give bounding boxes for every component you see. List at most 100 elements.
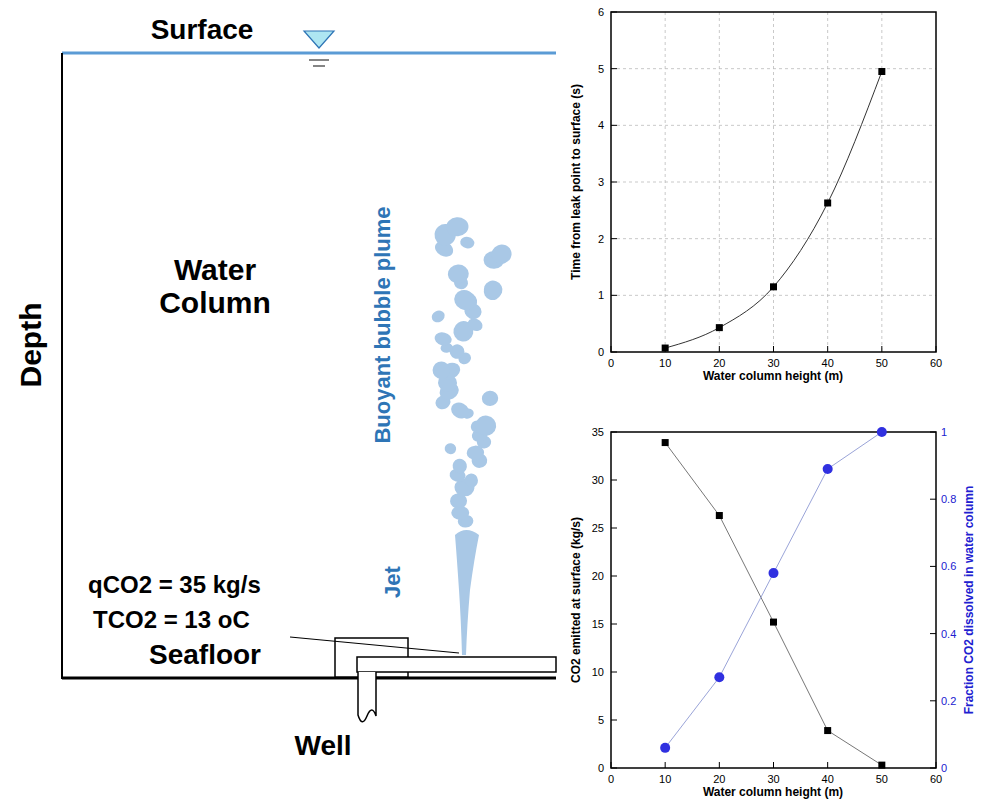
tick-label: 40 xyxy=(822,357,834,369)
jet-label: Jet xyxy=(381,566,405,598)
bubble xyxy=(451,457,469,475)
tick-label: 20 xyxy=(713,773,725,785)
tick-mark xyxy=(611,720,617,721)
tick-mark xyxy=(611,182,617,183)
tick-mark xyxy=(611,528,617,529)
axis-title: Time from leak point to surface (s) xyxy=(570,84,583,280)
bubble xyxy=(464,473,478,488)
surface-symbol xyxy=(304,31,334,48)
tick-label: 10 xyxy=(659,773,671,785)
tick-mark xyxy=(930,566,936,567)
tick-label: 5 xyxy=(598,63,604,75)
data-line xyxy=(665,432,882,748)
grid-line xyxy=(827,12,828,352)
well-pipe xyxy=(358,672,376,722)
tick-label: 20 xyxy=(713,357,725,369)
tick-mark xyxy=(827,346,828,352)
bubble xyxy=(430,359,453,382)
bubble xyxy=(451,494,465,509)
charts xyxy=(611,12,936,769)
data-point xyxy=(714,672,724,682)
tick-label: 30 xyxy=(592,474,604,486)
tick-label: 30 xyxy=(767,357,779,369)
tick-mark xyxy=(930,768,936,769)
plot-frame xyxy=(611,432,936,768)
axis-label: Depth xyxy=(14,303,47,388)
tick-label: 6 xyxy=(598,6,604,18)
tick-mark xyxy=(773,762,774,768)
bubble-plume xyxy=(430,216,515,528)
bubble xyxy=(430,308,447,324)
data-point xyxy=(770,619,777,626)
plume-label: Buoyant bubble plume xyxy=(371,206,395,443)
tick-label: 60 xyxy=(930,773,942,785)
data-point xyxy=(877,427,887,437)
tick-label: 0.6 xyxy=(941,560,956,572)
plot-frame xyxy=(611,12,936,352)
tick-mark xyxy=(930,700,936,701)
axis-title: Water column height (m) xyxy=(703,370,843,383)
water-surface xyxy=(62,52,556,55)
tick-mark xyxy=(719,346,720,352)
tick-mark xyxy=(930,633,936,634)
tick-label: 2 xyxy=(598,233,604,245)
tick-label: 60 xyxy=(930,357,942,369)
grid-line xyxy=(611,68,936,69)
tick-mark xyxy=(827,762,828,768)
data-point xyxy=(662,439,669,446)
bubble xyxy=(489,242,515,267)
tick-label: 0 xyxy=(598,346,604,358)
grid-line xyxy=(611,238,936,239)
surface-symbol xyxy=(309,59,329,60)
surface-symbol xyxy=(313,65,325,66)
surface-label: Surface xyxy=(151,15,254,46)
data-point xyxy=(823,464,833,474)
jet-shape xyxy=(455,530,479,655)
tick-label: 4 xyxy=(598,119,604,131)
tick-mark xyxy=(611,432,617,433)
grid-line xyxy=(611,182,936,183)
tick-label: 0 xyxy=(608,773,614,785)
tick-label: 1 xyxy=(598,289,604,301)
data-point xyxy=(660,743,670,753)
bubble xyxy=(433,330,453,347)
tick-label: 50 xyxy=(876,773,888,785)
tick-mark xyxy=(719,762,720,768)
tick-label: 0.4 xyxy=(941,628,956,640)
data-point xyxy=(770,283,777,290)
bubble xyxy=(474,414,497,437)
axis-title: Fraction CO2 dissolved in water column xyxy=(963,486,976,715)
tick-label: 0.2 xyxy=(941,695,956,707)
tick-label: 25 xyxy=(592,522,604,534)
tick-label: 0 xyxy=(941,762,947,774)
data-point xyxy=(824,727,831,734)
depth-axis xyxy=(61,53,63,679)
bubble xyxy=(444,442,457,455)
data-line xyxy=(665,443,882,766)
tick-mark xyxy=(611,352,617,353)
bubble xyxy=(451,286,480,314)
tick-mark xyxy=(936,762,937,768)
axis-title: CO2 emitted at surface (kg/s) xyxy=(570,517,583,683)
seafloor-label: Seafloor xyxy=(149,640,261,671)
bubble xyxy=(448,399,471,421)
tick-mark xyxy=(936,346,937,352)
water-column-scene xyxy=(62,31,556,722)
data-point xyxy=(716,512,723,519)
tick-mark xyxy=(611,68,617,69)
tick-mark xyxy=(611,295,617,296)
data-point xyxy=(878,68,885,75)
tick-mark xyxy=(611,672,617,673)
tick-mark xyxy=(930,432,936,433)
tick-mark xyxy=(773,346,774,352)
well-label: Well xyxy=(294,731,351,762)
tick-label: 50 xyxy=(876,357,888,369)
bubble xyxy=(481,278,505,301)
bubble xyxy=(447,264,469,284)
bubble xyxy=(459,236,475,249)
tick-mark xyxy=(665,762,666,768)
tick-label: 5 xyxy=(598,714,604,726)
tick-mark xyxy=(611,768,617,769)
tick-mark xyxy=(611,480,617,481)
